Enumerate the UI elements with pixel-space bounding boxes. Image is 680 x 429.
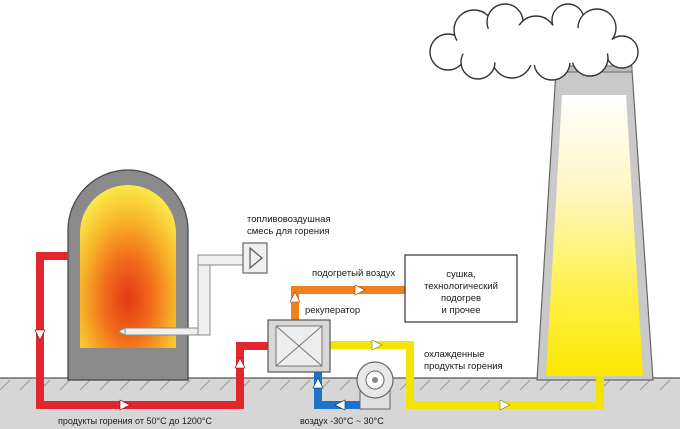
label-heated-air: подогретый воздух	[312, 268, 395, 279]
chimney	[536, 65, 654, 381]
label-usage-4: и прочее	[442, 305, 481, 316]
cooled-products-pipe	[330, 339, 604, 411]
fuel-mixture-pipe	[197, 242, 268, 336]
label-cooled-2: продукты горения	[424, 361, 503, 372]
cold-air-pipe	[312, 370, 362, 411]
hot-combustion-pipe	[34, 252, 268, 411]
recuperator-unit	[267, 319, 331, 373]
label-fuel-mixture-1: топливовоздушная	[247, 214, 331, 225]
label-usage-1: сушка,	[446, 269, 475, 280]
label-usage-3: подогрев	[441, 293, 481, 304]
heated-air-pipe	[289, 284, 405, 322]
fan-icon	[356, 361, 394, 410]
label-fuel-mixture-2: смесь для горения	[247, 226, 330, 237]
label-air: воздух -30°С ~ 30°С	[300, 416, 384, 426]
label-cooled-1: охлажденные	[424, 349, 485, 360]
label-combustion-products: продукты горения от 50°С до 1200°С	[58, 416, 212, 426]
furnace	[67, 169, 201, 381]
label-usage-2: технологический	[424, 281, 498, 292]
usage-box	[404, 254, 518, 323]
labels: топливовоздушная смесь для горения подог…	[58, 214, 503, 426]
label-recuperator: рекуператор	[305, 305, 360, 316]
